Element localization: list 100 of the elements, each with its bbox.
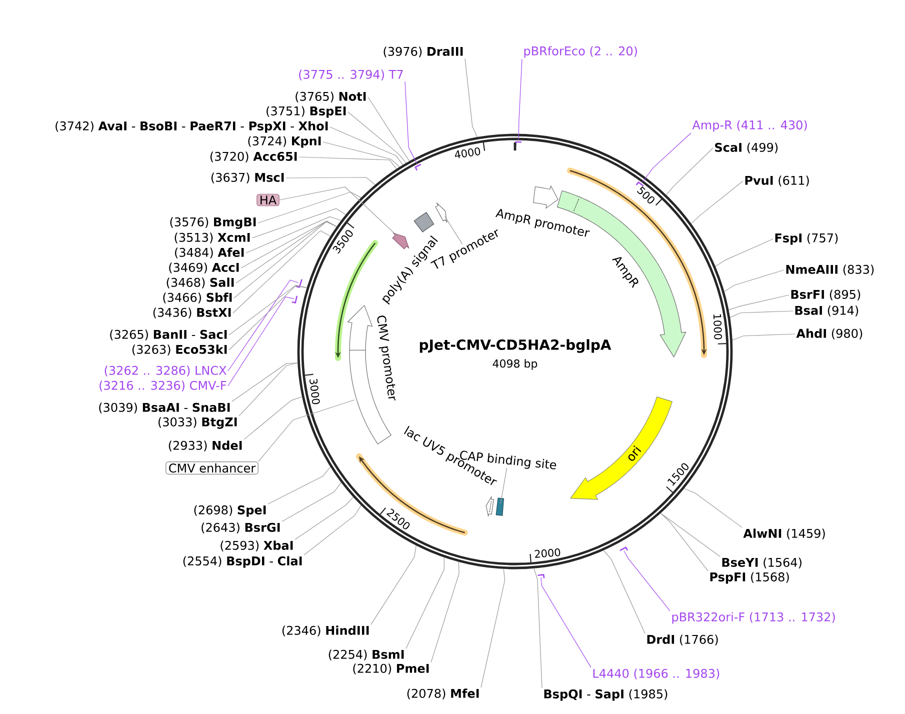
enzyme-label: (3466) SbfI	[163, 292, 232, 304]
leader-line	[464, 58, 478, 138]
enzyme-label: BsrFI (895)	[791, 290, 860, 300]
scale-number: 2000	[534, 548, 560, 558]
leader-line	[244, 396, 302, 440]
enzyme-label: ScaI (499)	[715, 142, 778, 154]
enzyme-label: (3263) Eco53kI	[132, 344, 227, 356]
primer-mark	[292, 296, 298, 304]
enzyme-label: (3724) KpnI	[248, 136, 321, 148]
leader-line	[238, 362, 298, 416]
enzyme-label: (3742) AvaI - BsoBI - PaeR7I - PspXI - XhoI	[56, 121, 328, 133]
scale-number: 1000	[713, 314, 722, 340]
enzyme-label: AhdI (980)	[796, 328, 862, 340]
enzyme-label: (3751) BspEI	[266, 106, 346, 118]
enzyme-label: (3637) MscI	[211, 172, 284, 184]
scale-number: 3000	[310, 378, 320, 404]
leader-line	[252, 208, 346, 238]
primer-label: (3262 .. 3286) LNCX	[104, 366, 226, 376]
leader-line	[603, 550, 646, 634]
leader-line	[286, 177, 376, 186]
leader-line	[500, 468, 508, 504]
leader-line	[330, 126, 404, 166]
leader-line	[368, 96, 410, 162]
leader-line	[240, 220, 337, 268]
primer-mark	[636, 182, 644, 186]
leader-line	[304, 505, 362, 556]
enzyme-label: (3720) Acc65I	[210, 152, 297, 162]
leader-line	[322, 142, 400, 168]
primer-label: (3216 .. 3236) CMV-F	[100, 380, 226, 392]
enzyme-label: (2078) MfeI	[407, 688, 479, 700]
enzyme-label: (2933) NdeI	[168, 440, 242, 452]
enzyme-label: BsaI (914)	[795, 306, 858, 316]
enzyme-label: BspQI - SapI (1985)	[544, 689, 668, 701]
enzyme-label: (3484) AfeI	[175, 248, 244, 258]
leader-line	[406, 557, 444, 649]
leader-line	[294, 496, 354, 540]
leader-line	[444, 216, 463, 245]
leader-line	[690, 180, 744, 224]
leader-line	[518, 58, 522, 140]
primer-mark	[414, 164, 422, 171]
leader-line	[642, 132, 692, 182]
primer-label: L4440 (1966 .. 1983)	[593, 668, 720, 680]
feature-tag: HA	[256, 194, 280, 206]
primer-label: (3775 .. 3794) T7	[299, 70, 403, 80]
leader-line	[666, 148, 714, 196]
enzyme-label: FspI (757)	[775, 233, 838, 245]
enzyme-label: PvuI (611)	[745, 176, 809, 186]
enzyme-label: (3436) BstXI	[153, 308, 231, 318]
scale-number: 4000	[454, 147, 480, 158]
primer-label: Amp-R (411 .. 430)	[692, 120, 807, 132]
feature-label: CMV promoter	[377, 316, 396, 400]
leader-line	[234, 222, 337, 298]
enzyme-label: (3033) BtgZI	[158, 417, 237, 429]
feature-tag: CMV enhancer	[166, 462, 258, 474]
enzyme-label: (3469) AccI	[169, 262, 239, 274]
leader-line	[724, 270, 784, 292]
leader-line	[715, 238, 774, 267]
enzyme-label: (2593) XbaI	[220, 540, 293, 552]
plasmid-length: 4098 bp	[492, 359, 538, 370]
leader-line	[232, 362, 298, 402]
leader-line	[534, 568, 542, 688]
leader-line	[430, 561, 460, 663]
leader-line	[624, 550, 670, 612]
leader-line	[228, 286, 308, 350]
leader-line	[732, 334, 796, 340]
leader-line	[232, 230, 331, 314]
leader-line	[684, 488, 742, 528]
primer-mark	[515, 141, 522, 146]
leader-line	[258, 192, 362, 224]
enzyme-label: (3039) BsaAI - SnaBI	[99, 402, 230, 414]
leader-line	[268, 466, 331, 504]
enzyme-label: AlwNI (1459)	[743, 528, 825, 540]
enzyme-label: (2698) SpeI	[194, 505, 266, 517]
leader-line	[228, 284, 308, 336]
leader-line	[246, 216, 342, 254]
enzyme-label: DrdI (1766)	[647, 634, 718, 646]
scale-number: 500	[636, 186, 654, 204]
leader-line	[282, 482, 342, 522]
leader-line	[480, 568, 506, 688]
enzyme-label: (3513) XcmI	[174, 232, 250, 244]
primer-mark	[620, 546, 628, 552]
enzyme-label: (3265) BanII - SacI	[110, 330, 227, 340]
enzyme-label: (3765) NotI	[296, 92, 366, 102]
enzyme-label: (2210) PmeI	[353, 664, 429, 674]
feature-block	[435, 202, 448, 223]
enzyme-label: BseYI (1564)	[722, 558, 802, 568]
primer-mark	[296, 279, 302, 288]
leader-line	[298, 156, 397, 170]
leader-line	[279, 186, 398, 236]
leader-line	[228, 296, 294, 386]
feature-box	[496, 498, 504, 516]
enzyme-label: PspFI (1568)	[710, 572, 789, 584]
plasmid-name: pJet-CMV-CD5HA2-bglpA	[420, 339, 612, 353]
enzyme-label: (2554) BspDI - ClaI	[183, 556, 302, 568]
leader-line	[228, 280, 299, 372]
leader-line	[660, 512, 708, 572]
leader-line	[660, 512, 720, 557]
leader-line	[540, 576, 592, 668]
enzyme-label: (3976) DraIII	[384, 46, 463, 58]
leader-line	[348, 112, 406, 164]
